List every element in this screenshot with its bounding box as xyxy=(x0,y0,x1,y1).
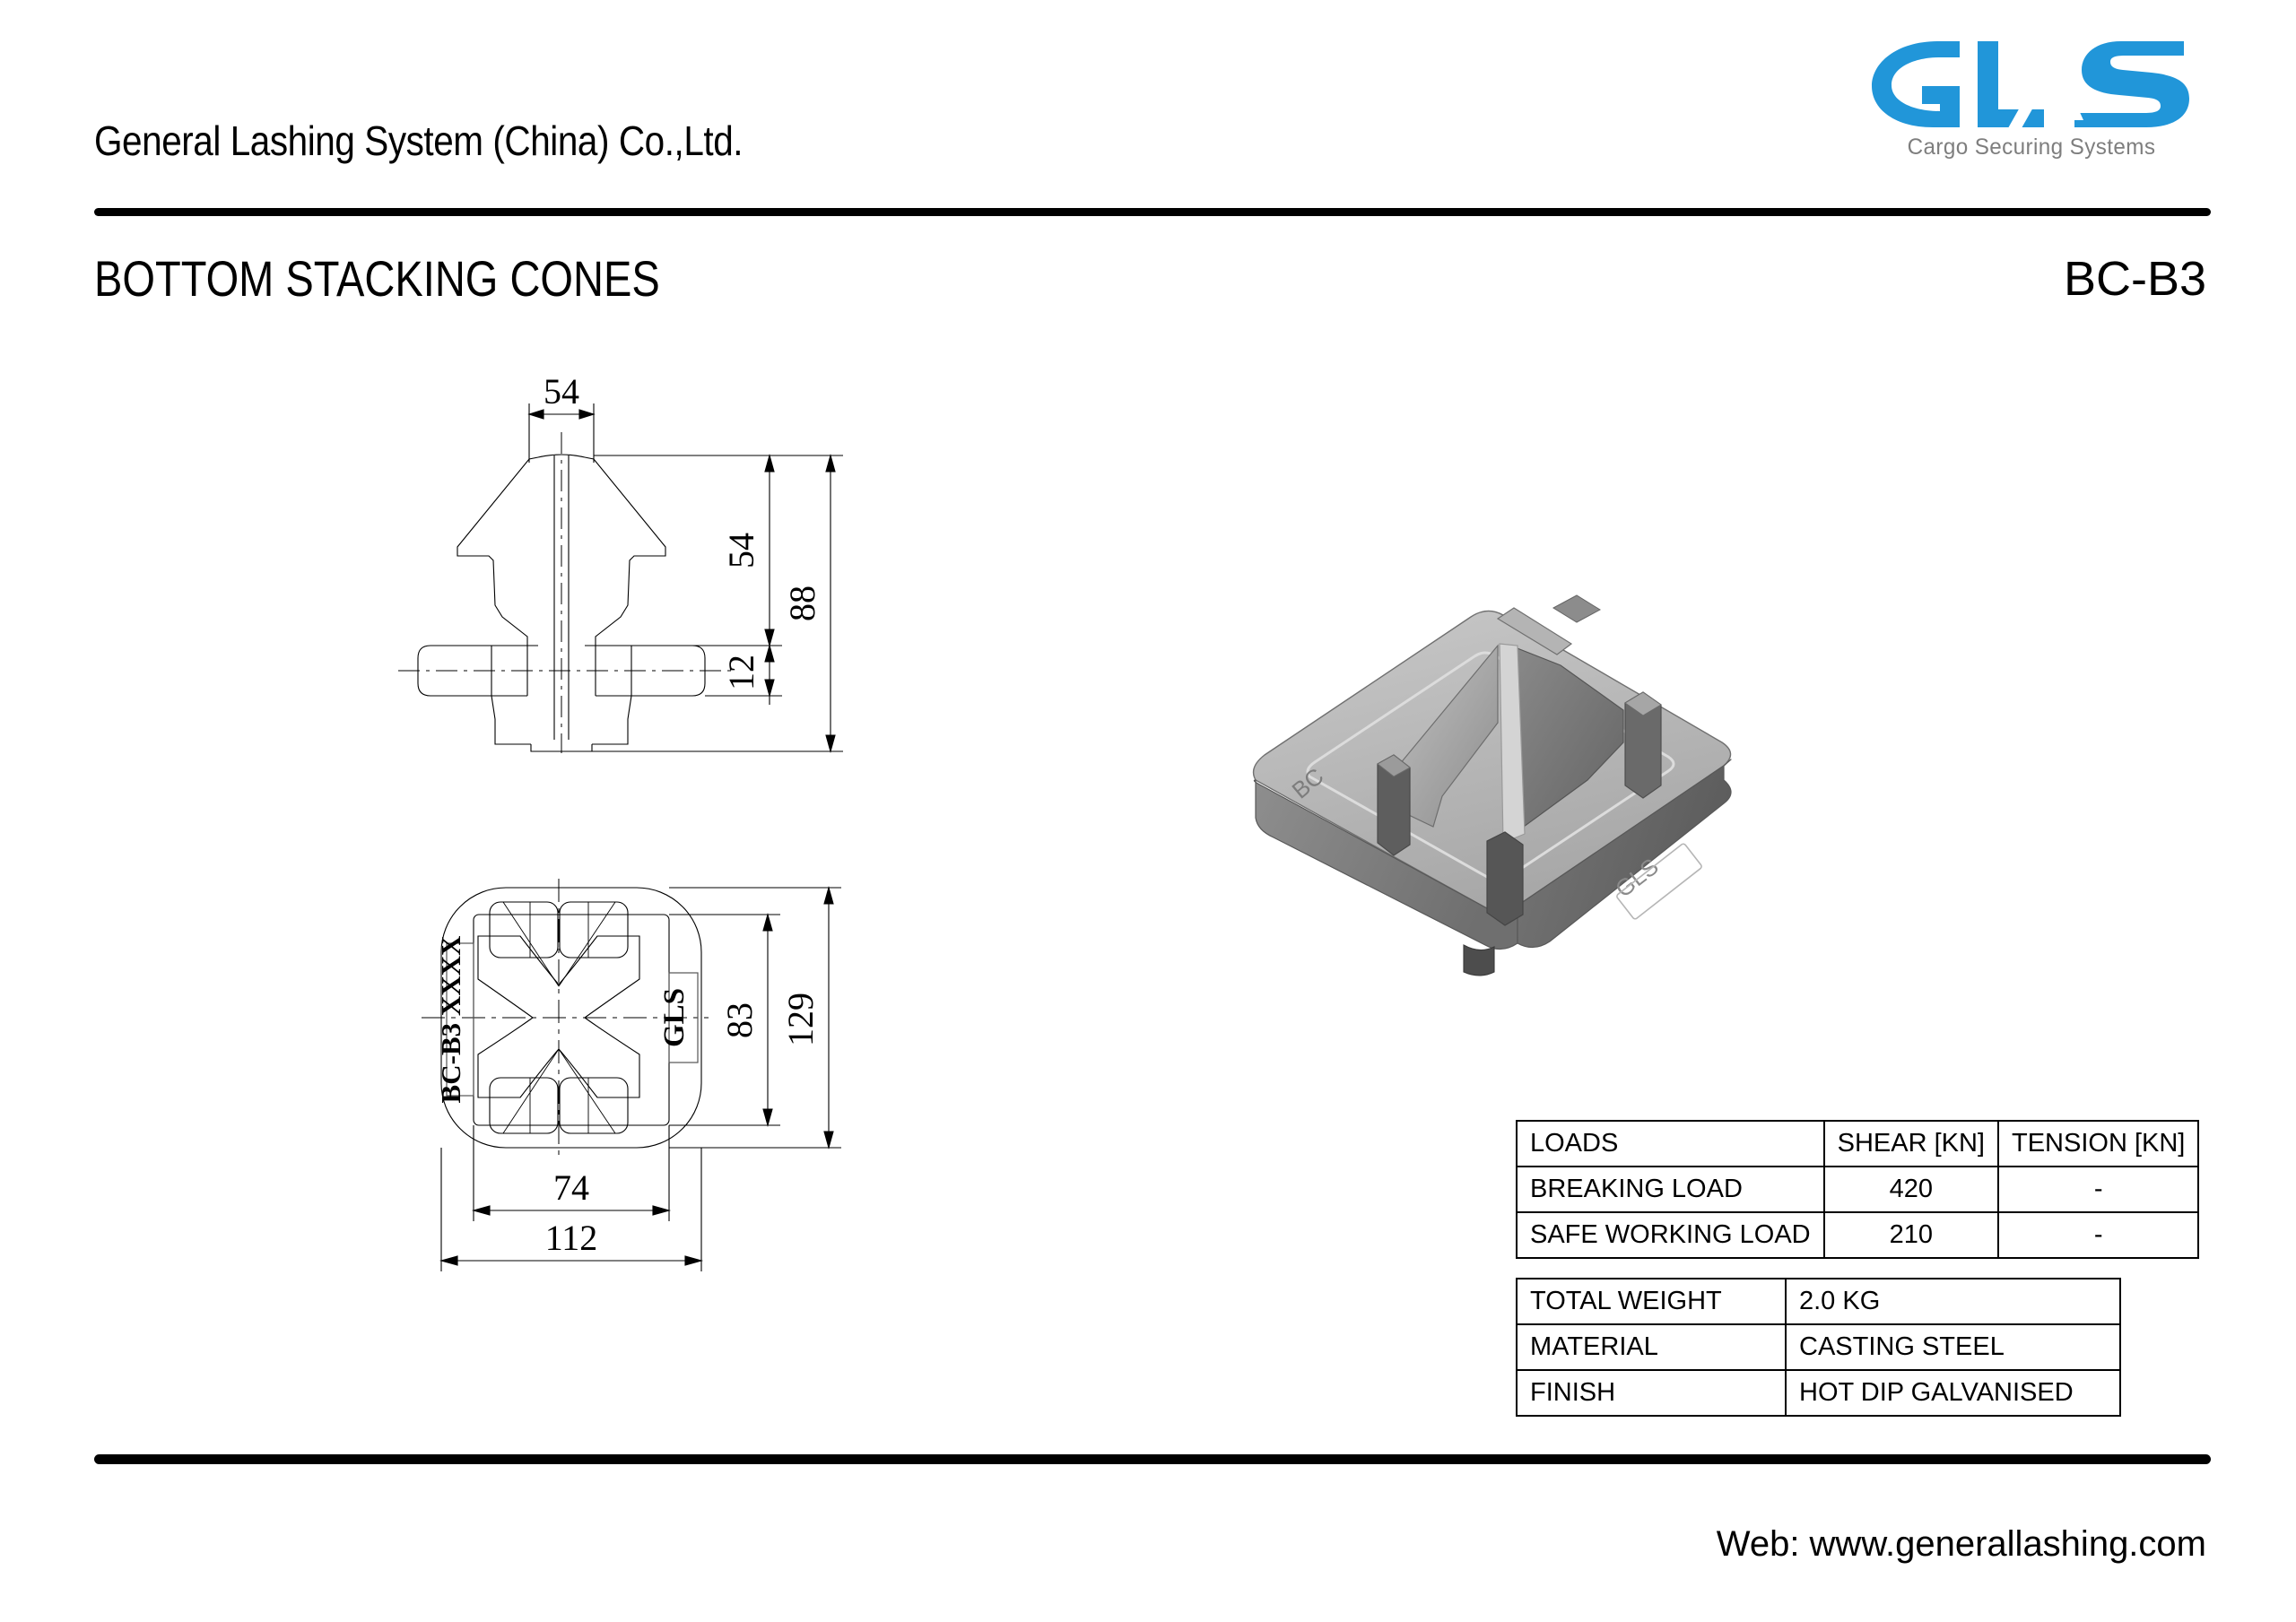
brand-stamp-text: GLS xyxy=(658,988,691,1047)
brand-stamp-box: GLS xyxy=(658,972,699,1063)
table-row: MATERIAL CASTING STEEL xyxy=(1516,1323,2121,1371)
dim-inner-width xyxy=(471,1125,672,1221)
lug-left-top xyxy=(1377,754,1411,777)
cone-apex xyxy=(537,454,586,458)
dim-top-width xyxy=(527,403,596,463)
dim-value-outer-depth: 129 xyxy=(780,993,821,1046)
cone-left-profile xyxy=(457,456,539,646)
loads-header-label: LOADS xyxy=(1516,1120,1825,1167)
loads-header-shear: SHEAR [KN] xyxy=(1822,1120,1999,1167)
table-row: TOTAL WEIGHT 2.0 KG xyxy=(1516,1278,2121,1325)
part-stamp-text: BC-B3 XXXX xyxy=(435,935,466,1103)
dim-value-cone-height: 54 xyxy=(721,533,761,568)
dim-value-inner-width: 74 xyxy=(553,1167,589,1208)
part-code: BC-B3 xyxy=(2063,252,2206,306)
logo-tagline: Cargo Securing Systems xyxy=(1907,134,2156,160)
dim-value-overall-height: 88 xyxy=(782,585,822,621)
swl-tension: - xyxy=(1996,1211,2200,1259)
cone-ridge-top xyxy=(1496,607,1573,655)
lug-front xyxy=(1486,831,1524,926)
total-weight-value: 2.0 KG xyxy=(1785,1278,2121,1325)
flange-left xyxy=(417,645,527,697)
top-view-drawing: BC-B3 XXXX GLS 83 129 74 112 xyxy=(422,879,841,1271)
table-row: SAFE WORKING LOAD 210 - xyxy=(1516,1211,2200,1259)
dim-value-outer-width: 112 xyxy=(545,1218,598,1258)
material-value: CASTING STEEL xyxy=(1785,1323,2121,1371)
footer-website: Web: www.generallashing.com xyxy=(1716,1524,2206,1564)
header-divider-rule xyxy=(94,208,2211,216)
base-plate-right-side xyxy=(1517,759,1732,949)
table-header-row: LOADS SHEAR [KN] TENSION [KN] xyxy=(1516,1120,2200,1167)
cone-center-rib xyxy=(1499,643,1526,844)
iso-render: BC GLS xyxy=(1252,594,1732,976)
dim-value-flange-thickness: 12 xyxy=(721,655,761,690)
company-name: General Lashing System (China) Co.,Ltd. xyxy=(94,117,744,164)
emboss-label-box xyxy=(1616,843,1702,920)
finish-label: FINISH xyxy=(1516,1369,1787,1417)
bottom-stub xyxy=(1463,944,1495,976)
dim-value-top-width: 54 xyxy=(544,377,579,412)
gls-logo: Cargo Securing Systems xyxy=(1852,34,2211,169)
page-title: BOTTOM STACKING CONES xyxy=(94,250,660,307)
swl-shear: 210 xyxy=(1822,1211,1999,1259)
rib-diag-4 xyxy=(558,1048,616,1134)
swl-label: SAFE WORKING LOAD xyxy=(1516,1211,1825,1259)
slot-bottom-right xyxy=(559,1077,629,1134)
top-tab xyxy=(1552,594,1602,623)
flange-right xyxy=(596,645,706,697)
table-row: BREAKING LOAD 420 - xyxy=(1516,1166,2200,1213)
dim-outer-width xyxy=(439,1148,704,1271)
breaking-load-shear: 420 xyxy=(1822,1166,1999,1213)
part-stamp-box: BC-B3 XXXX xyxy=(435,935,474,1103)
rib-diag-2 xyxy=(558,901,616,987)
material-label: MATERIAL xyxy=(1516,1323,1787,1371)
rib-diag-3 xyxy=(502,1048,560,1134)
table-row: FINISH HOT DIP GALVANISED xyxy=(1516,1369,2121,1417)
slot-top-left xyxy=(489,901,559,958)
rib-diag-1 xyxy=(502,901,560,987)
breaking-load-tension: - xyxy=(1996,1166,2200,1213)
dim-overall-height xyxy=(592,453,843,753)
loads-table: LOADS SHEAR [KN] TENSION [KN] BREAKING L… xyxy=(1516,1120,2200,1259)
footer-divider-rule xyxy=(94,1454,2211,1464)
x-boss-outline xyxy=(477,935,640,1098)
gls-logo-mark xyxy=(1872,36,2189,133)
stub-left xyxy=(491,695,531,745)
total-weight-label: TOTAL WEIGHT xyxy=(1516,1278,1787,1325)
breaking-load-label: BREAKING LOAD xyxy=(1516,1166,1825,1213)
loads-header-tension: TENSION [KN] xyxy=(1996,1120,2200,1167)
dim-outer-depth xyxy=(669,885,841,1150)
lug-right-top xyxy=(1624,691,1662,716)
dim-value-inner-depth: 83 xyxy=(719,1002,760,1038)
stub-right xyxy=(592,695,632,745)
finish-value: HOT DIP GALVANISED xyxy=(1785,1369,2121,1417)
cone-right-profile xyxy=(584,456,666,646)
slot-top-right xyxy=(559,901,629,958)
dim-flange-thickness xyxy=(705,637,782,705)
front-view-drawing: 54 54 12 88 xyxy=(398,377,843,753)
slot-bottom-left xyxy=(489,1077,559,1134)
dim-inner-depth xyxy=(669,912,780,1128)
properties-table: TOTAL WEIGHT 2.0 KG MATERIAL CASTING STE… xyxy=(1516,1278,2121,1417)
